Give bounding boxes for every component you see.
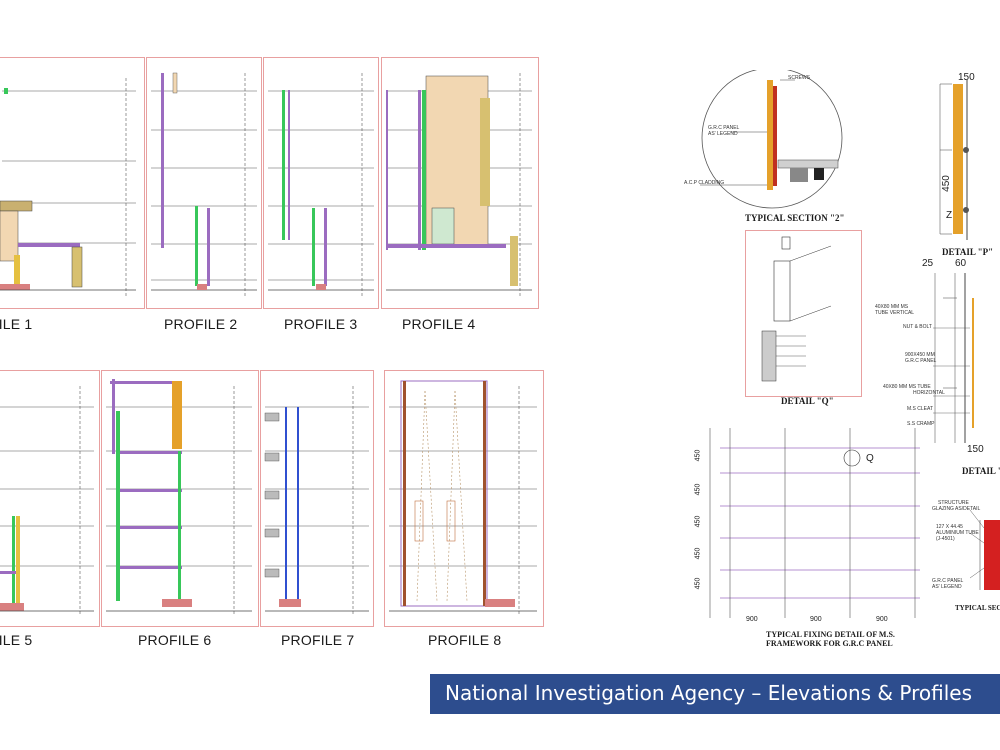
profile-7-sheet [260, 370, 374, 627]
q-marker: Q [866, 453, 874, 464]
detail-q-caption: DETAIL "Q" [781, 396, 834, 406]
dim-900-c: 900 [876, 616, 888, 623]
profile-8-label: PROFILE 8 [428, 632, 502, 648]
grc-panel-note: G.R.C PANEL [708, 125, 740, 131]
fixing-caption-line-1: TYPICAL FIXING DETAIL OF M.S. [766, 630, 895, 639]
grc-panel-right-note-1: G.R.C PANEL [932, 578, 964, 584]
detail-section-drawing [933, 273, 974, 443]
profile-3-sheet [263, 57, 379, 309]
detail-section-drawing-area: 25 60 40X80 MM MS TUBE VERTICAL NUT & BO… [875, 258, 1000, 458]
detail-q-drawing [761, 236, 832, 382]
dim-450-v2: 450 [694, 483, 702, 496]
profile-6-sheet [101, 370, 259, 627]
dim-25: 25 [922, 258, 934, 269]
z-marker: Z [946, 210, 953, 221]
profile-1-sheet [0, 57, 145, 309]
profile-3-label: PROFILE 3 [284, 316, 358, 332]
profile-5-label: PROFILE 5 [0, 632, 33, 648]
ms-cleat-note: M.S CLEAT [907, 406, 934, 412]
profile-2-label: PROFILE 2 [164, 316, 238, 332]
aluminium-note-2: ALUMINIUM TUBE [936, 530, 979, 536]
detail-p-caption: DETAIL "P" [942, 247, 994, 257]
dim-450-v1: 450 [694, 449, 702, 462]
ss-cramp-note: S.S CRAMP [907, 421, 935, 427]
nut-bolt-note: NUT & BOLT [903, 324, 932, 330]
grc-panel-right-note-2: AS' LEGEND [932, 584, 962, 590]
panel-size-note-1: 900X450 MM [905, 352, 935, 358]
typical-section-2-drawing [700, 67, 843, 209]
profile-1-drawing [0, 78, 136, 298]
dim-450: 450 [940, 175, 952, 192]
section-right-area: STRUCTURE GLAZING AS/DETAIL 127 X 44.45 … [930, 498, 1000, 603]
banner-title: National Investigation Agency – Elevatio… [445, 681, 972, 705]
detail-other-caption: DETAIL " [962, 466, 1000, 476]
profile-3-drawing [268, 73, 374, 298]
ms-tube-vertical-note-2: TUBE VERTICAL [875, 310, 915, 316]
profile-7-drawing [264, 386, 369, 616]
dim-450-v3: 450 [694, 515, 702, 528]
dim-150-bottom: 150 [967, 444, 984, 455]
dim-150-top: 150 [958, 72, 975, 83]
profile-4-drawing [386, 73, 532, 298]
screws-note: SCREWS [788, 75, 810, 81]
profile-6-drawing [106, 379, 252, 616]
profile-2-drawing [151, 72, 257, 298]
title-banner: National Investigation Agency – Elevatio… [430, 674, 1000, 714]
profile-4-label: PROFILE 4 [402, 316, 476, 332]
fixing-detail-drawing [709, 428, 920, 618]
section-right-caption: TYPICAL SECT [955, 604, 1000, 612]
section-right-drawing [969, 509, 1000, 590]
profile-2-sheet [146, 57, 262, 309]
dim-900-b: 900 [810, 616, 822, 623]
profile-1-label: PROFILE 1 [0, 316, 33, 332]
profile-5-drawing [0, 386, 94, 616]
detail-q-box [745, 230, 862, 397]
profile-4-sheet [381, 57, 539, 309]
panel-size-note-2: G.R.C PANEL [905, 358, 937, 364]
dim-900-a: 900 [746, 616, 758, 623]
aluminium-note-1: 127 X 44.45 [936, 524, 963, 530]
profile-7-label: PROFILE 7 [281, 632, 355, 648]
profile-6-label: PROFILE 6 [138, 632, 212, 648]
detail-p-drawing-area: 150 450 Z [900, 70, 1000, 250]
dim-450-v5: 450 [694, 577, 702, 590]
as-legend-note: AS' LEGEND [708, 131, 738, 137]
dim-60: 60 [955, 258, 967, 269]
structure-note-1: STRUCTURE [938, 500, 969, 506]
profile-5-sheet [0, 370, 100, 627]
fixing-detail-area: Q 900 900 900 450 450 450 450 450 [690, 418, 930, 628]
ms-tube-horizontal-note-2: HORIZONTAL [913, 390, 945, 396]
ms-tube-vertical-note-1: 40X80 MM MS [875, 304, 909, 310]
aluminium-note-3: (J-4501) [936, 536, 955, 542]
typical-section-2-caption: TYPICAL SECTION "2" [745, 213, 845, 223]
detail-p-drawing [939, 80, 969, 240]
ms-tube-horizontal-note-1: 40X80 MM MS TUBE [883, 384, 931, 390]
fixing-caption-line-2: FRAMEWORK FOR G.R.C PANEL [766, 639, 893, 648]
profile-8-sheet [384, 370, 544, 627]
profile-8-drawing [389, 380, 537, 616]
dim-450-v4: 450 [694, 547, 702, 560]
typical-section-2-detail: SCREWS G.R.C PANEL AS' LEGEND A.C.P CLAD… [684, 67, 850, 230]
acp-cladding-note: A.C.P CLADDING [684, 180, 725, 186]
structure-note-2: GLAZING AS/DETAIL [932, 506, 981, 512]
